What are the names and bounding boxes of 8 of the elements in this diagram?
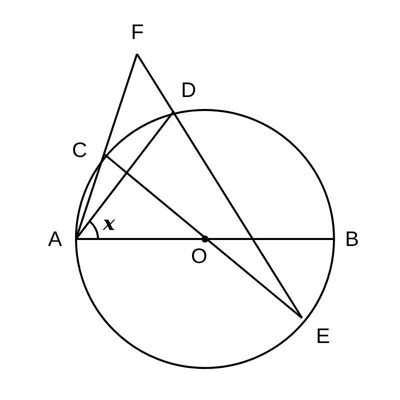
point-label: O xyxy=(191,246,208,268)
point-label: F xyxy=(131,22,144,44)
point-label: B xyxy=(345,229,360,251)
point-label: D xyxy=(181,80,196,102)
angle-label: x xyxy=(103,212,115,234)
point-label: C xyxy=(72,140,88,162)
point-label: A xyxy=(48,229,62,251)
point-label: E xyxy=(316,326,330,348)
